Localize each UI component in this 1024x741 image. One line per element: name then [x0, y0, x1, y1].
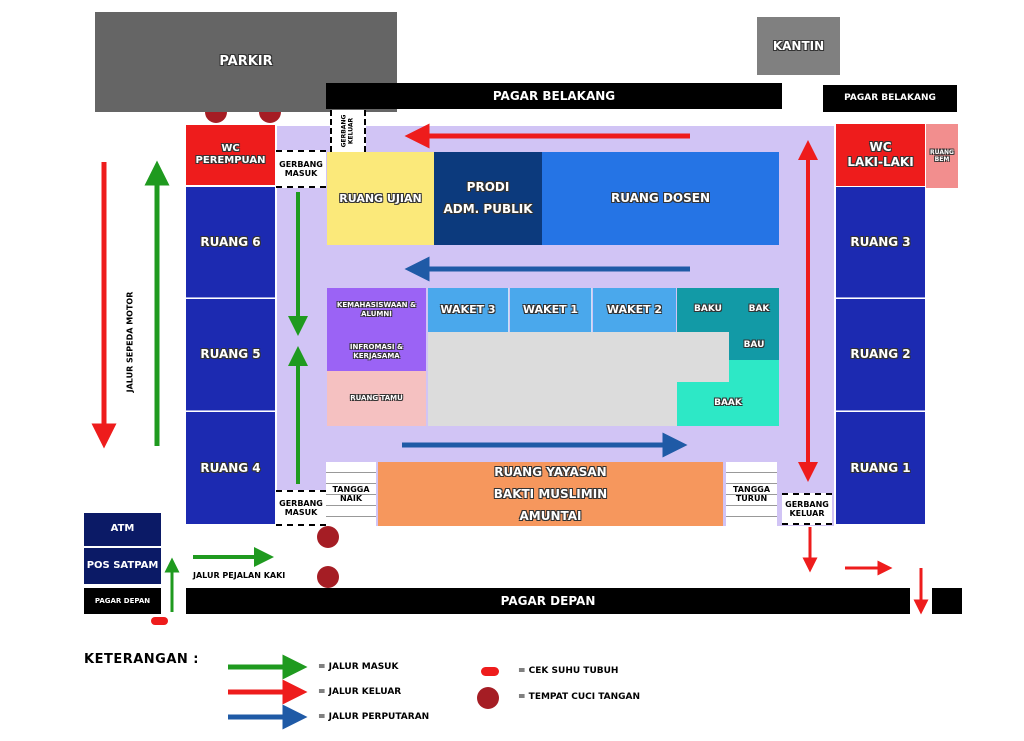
informasi-kerjasama: INFROMASI & KERJASAMA [327, 332, 426, 371]
ruang-4: RUANG 4 [186, 412, 275, 524]
baku: BAKU [677, 288, 739, 332]
cuci-tangan-marker [317, 526, 339, 548]
atm: ATM [84, 513, 161, 546]
tangga-turun: TANGGA TURUN [726, 462, 777, 526]
pagar-belakang-small: PAGAR BELAKANG [823, 85, 957, 112]
ruang-tamu: RUANG TAMU [327, 371, 426, 426]
pos-satpam: POS SATPAM [84, 548, 161, 584]
ruang-yayasan: RUANG YAYASAN BAKTI MUSLIMIN AMUNTAI [378, 462, 723, 526]
pagar-depan: PAGAR DEPAN [186, 588, 910, 614]
jalur-sepeda-motor-label: JALUR SEPEDA MOTOR [125, 291, 135, 393]
wc-laki-laki: WC LAKI-LAKI [836, 124, 925, 186]
ruang-6: RUANG 6 [186, 187, 275, 298]
ruang-bem: RUANG BEM [926, 124, 958, 188]
prodi-adm-publik: PRODI ADM. PUBLIK [434, 152, 542, 245]
jalur-pejalan-kaki-label: JALUR PEJALAN KAKI [193, 571, 286, 580]
ruang-3: RUANG 3 [836, 187, 925, 298]
gerbang-keluar-bottom: GERBANG KELUAR [782, 493, 832, 525]
ruang-2: RUANG 2 [836, 299, 925, 411]
cuci-tangan-marker [317, 566, 339, 588]
gerbang-masuk-bottom: GERBANG MASUK [276, 490, 326, 526]
pagar-belakang: PAGAR BELAKANG [326, 83, 782, 109]
gerbang-keluar-top: GERBANG KELUAR [330, 110, 366, 152]
legend-masuk: = JALUR MASUK [318, 662, 399, 672]
bau: BAU [729, 332, 779, 360]
baak: BAAK [677, 382, 779, 426]
wc-perempuan: WC PEREMPUAN [186, 125, 275, 185]
legend-cuci-tangan: = TEMPAT CUCI TANGAN [518, 692, 641, 702]
waket-2: WAKET 2 [593, 288, 676, 332]
gerbang-keluar-top-label: GERBANG KELUAR [340, 114, 354, 148]
kemahasiswaan-alumni: KEMAHASISWAAN & ALUMNI [327, 288, 426, 332]
ruang-5: RUANG 5 [186, 299, 275, 411]
waket-3: WAKET 3 [428, 288, 509, 332]
legend-keluar: = JALUR KELUAR [318, 687, 402, 697]
pagar-depan-small: PAGAR DEPAN [84, 588, 161, 614]
legend-cek-suhu: = CEK SUHU TUBUH [518, 666, 619, 676]
gerbang-masuk-top: GERBANG MASUK [276, 150, 326, 188]
legend-cek-suhu-icon [481, 667, 499, 676]
cek-suhu-marker [151, 617, 168, 625]
waket-1: WAKET 1 [510, 288, 592, 332]
bak: BAK [739, 288, 779, 332]
ruang-1: RUANG 1 [836, 412, 925, 524]
baak-upper [729, 360, 779, 382]
legend-perputaran: = JALUR PERPUTARAN [318, 712, 430, 722]
legend-title: KETERANGAN : [84, 652, 199, 667]
legend-cuci-tangan-icon [477, 687, 499, 709]
ruang-ujian: RUANG UJIAN [327, 152, 434, 245]
ruang-dosen: RUANG DOSEN [542, 152, 779, 245]
kantin: KANTIN [757, 17, 840, 75]
pagar-depan-end [932, 588, 962, 614]
tangga-naik: TANGGA NAIK [326, 462, 376, 526]
